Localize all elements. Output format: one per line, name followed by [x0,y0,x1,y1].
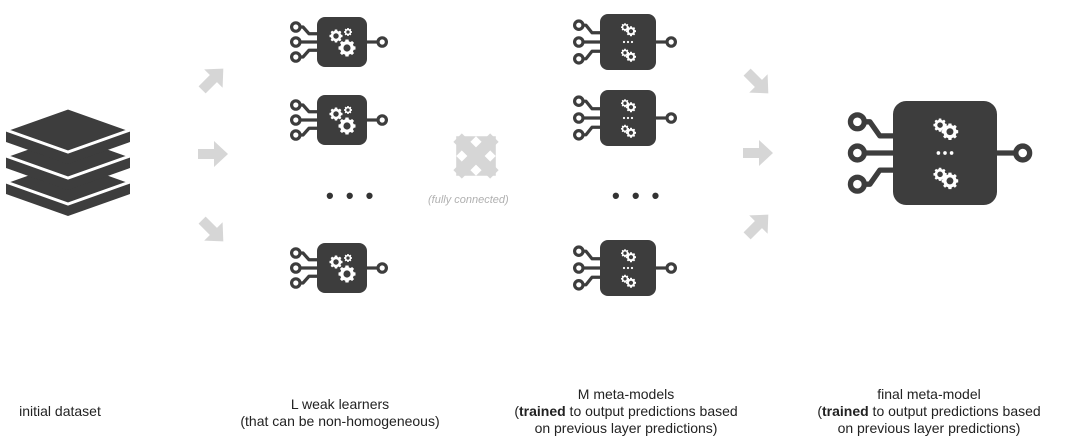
caption-meta-bold: trained [518,403,566,419]
dataset-stack-icon [1,106,135,216]
meta-model-icon-3 [572,240,677,296]
final-meta-model-chip [847,101,1033,205]
caption-weak-line2: (that can be non-homogeneous) [240,413,440,429]
caption-meta-line3: on previous layer predictions) [534,420,718,436]
dataset-arrows [198,68,228,242]
weak-learners-column [289,17,388,293]
caption-dataset-text: initial dataset [19,403,101,419]
meta-model-icon-2 [572,90,677,146]
arrow-down-right [198,216,224,242]
arrow-up-right [198,68,224,94]
meta-model-icon-1 [572,14,677,70]
weak-learner-icon-1 [289,17,388,67]
weak-learner-icon-2 [289,95,388,145]
caption-final-rest: to output predictions based [868,403,1041,419]
arrow-up-right-final [743,214,769,240]
arrow-right [198,141,228,167]
final-arrows [743,68,773,240]
caption-weak-learners: L weak learners (that can be non-homogen… [210,396,470,430]
caption-final-bold: trained [821,403,869,419]
arrow-right-final [743,140,773,166]
arrow-down-right-final [743,68,769,94]
meta-models-column [572,14,677,296]
caption-meta-line1: M meta-models [577,386,675,402]
cross-arrows-icon [453,133,499,179]
final-meta-model-icon [847,101,1033,205]
caption-final-line3: on previous layer predictions) [837,420,1021,436]
caption-meta-rest: to output predictions based [565,403,738,419]
caption-final-line1: final meta-model [877,386,981,402]
fully-connected-label: (fully connected) [428,194,509,206]
meta-models-ellipsis: • • • [612,183,663,208]
caption-weak-line1: L weak learners [290,396,390,412]
weak-learner-icon-3 [289,243,388,293]
weak-learners-ellipsis: • • • [326,183,377,208]
caption-final-meta-model: final meta-model (trained to output pred… [790,386,1068,437]
caption-meta-models: M meta-models (trained to output predict… [470,386,782,437]
caption-initial-dataset: initial dataset [0,403,120,420]
